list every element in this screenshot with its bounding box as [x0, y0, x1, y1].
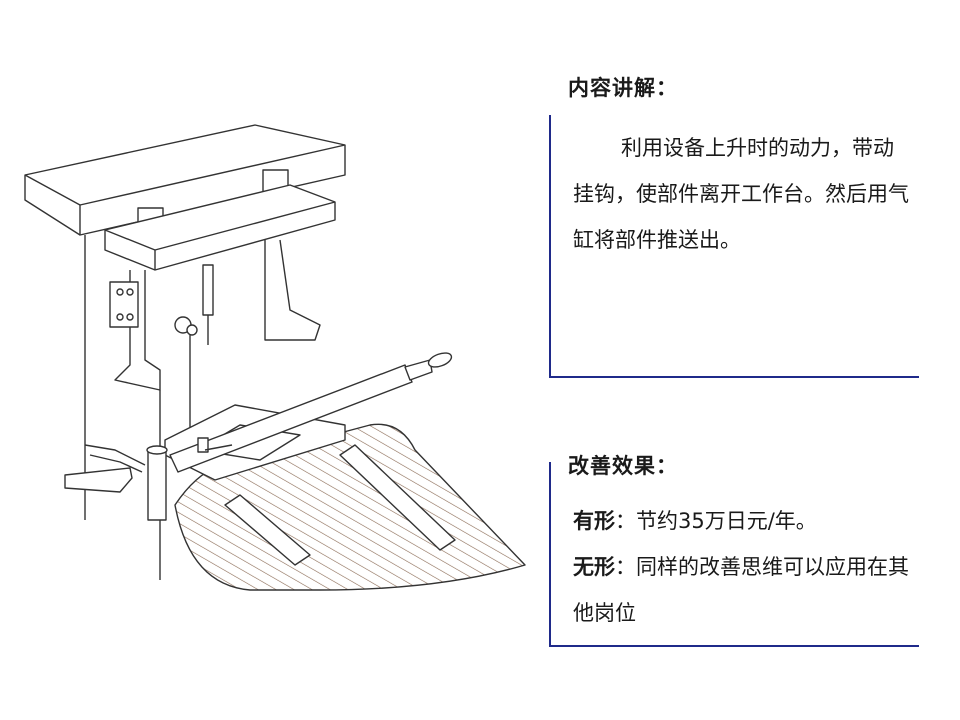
lever — [64, 467, 133, 493]
effect-panel — [549, 462, 919, 647]
moving-plate — [104, 184, 336, 271]
effect-intangible: 无形：同样的改善思维可以应用在其他岗位 — [573, 544, 913, 636]
machine-illustration — [24, 124, 526, 591]
hook-right — [264, 239, 321, 341]
intangible-label: 无形 — [573, 555, 615, 579]
content-panel — [549, 115, 919, 378]
intangible-text: ：同样的改善思维可以应用在其他岗位 — [573, 555, 909, 625]
effect-tangible: 有形：节约35万日元/年。 — [573, 498, 913, 544]
rod — [202, 264, 214, 316]
content-description: 利用设备上升时的动力，带动挂钩，使部件离开工作台。然后用气缸将部件推送出。 — [573, 136, 909, 252]
top-slab — [24, 124, 346, 236]
effect-heading: 改善效果： — [568, 454, 678, 478]
bracket — [109, 281, 139, 328]
pivot-post — [147, 449, 167, 521]
tangible-text: ：节约35万日元/年。 — [615, 509, 817, 533]
tangible-label: 有形 — [573, 509, 615, 533]
content-heading: 内容讲解： — [568, 76, 678, 100]
